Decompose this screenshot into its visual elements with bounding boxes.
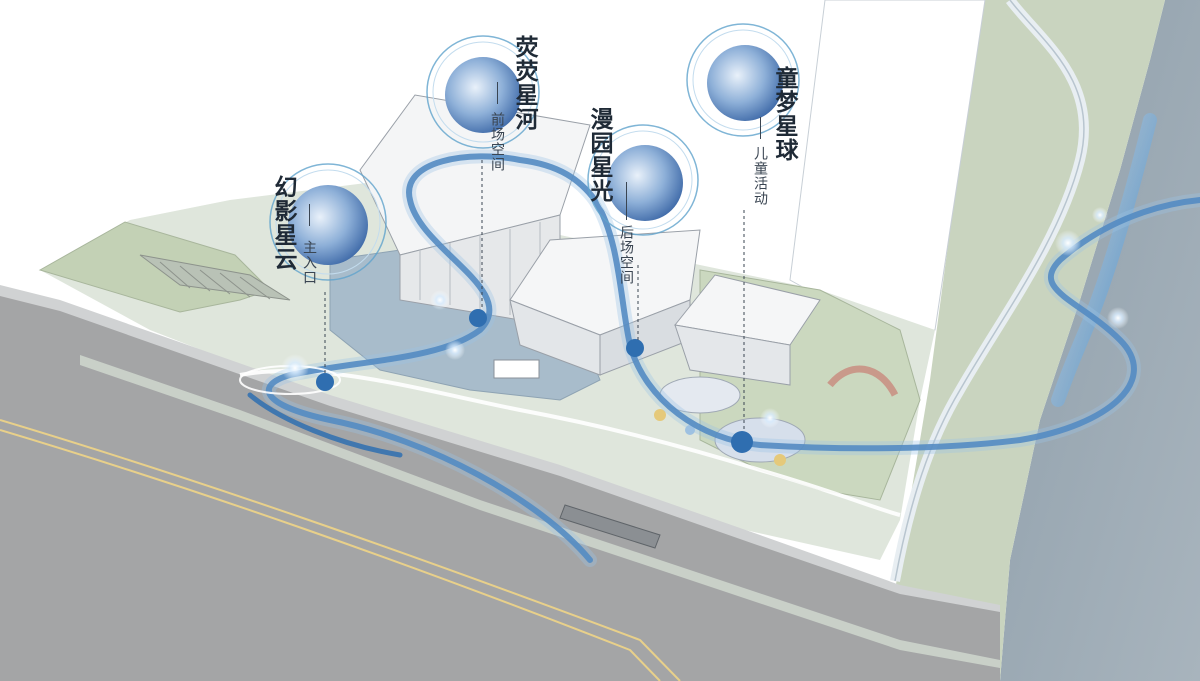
route-ribbon [239,149,1200,567]
node-front [469,309,487,327]
callout-subtitle: 前场空间 [489,112,505,172]
bus-shelter [559,504,661,549]
parking-lot [139,254,291,301]
node-rear [626,339,644,357]
bubble-yingying [426,35,540,149]
callout-title: 幻影星云 [270,175,297,271]
node-children [731,431,753,453]
callout-title: 漫园星光 [586,107,613,203]
road-centerline [0,419,681,681]
bubble-tongmeng [686,23,800,137]
callout-tick [626,182,627,220]
promenade-edge [239,368,901,517]
callout-title: 荧荧星河 [511,35,538,131]
callout-title: 童梦星球 [771,66,798,162]
sparkles [281,207,1129,428]
river-water [1000,0,1200,681]
callout-subtitle: 后场空间 [618,225,634,285]
callout-subtitle: 儿童活动 [752,146,768,206]
leader-lines [324,160,745,432]
playground [654,376,806,466]
node-entrance [316,373,334,391]
bubble-huanying [269,163,387,281]
rear-building [509,229,701,376]
river-light-streak [1051,113,1157,407]
riverbank-green [880,0,1165,681]
children-pavilion [674,274,821,386]
route-nodes [316,309,753,453]
callout-tick [497,82,498,104]
running-track [827,365,899,397]
callout-subtitle: 主入口 [301,240,317,285]
callout-tick [760,117,761,139]
callout-tick [309,204,310,226]
sidewalk [0,285,1000,612]
plaza-platform [493,359,540,379]
